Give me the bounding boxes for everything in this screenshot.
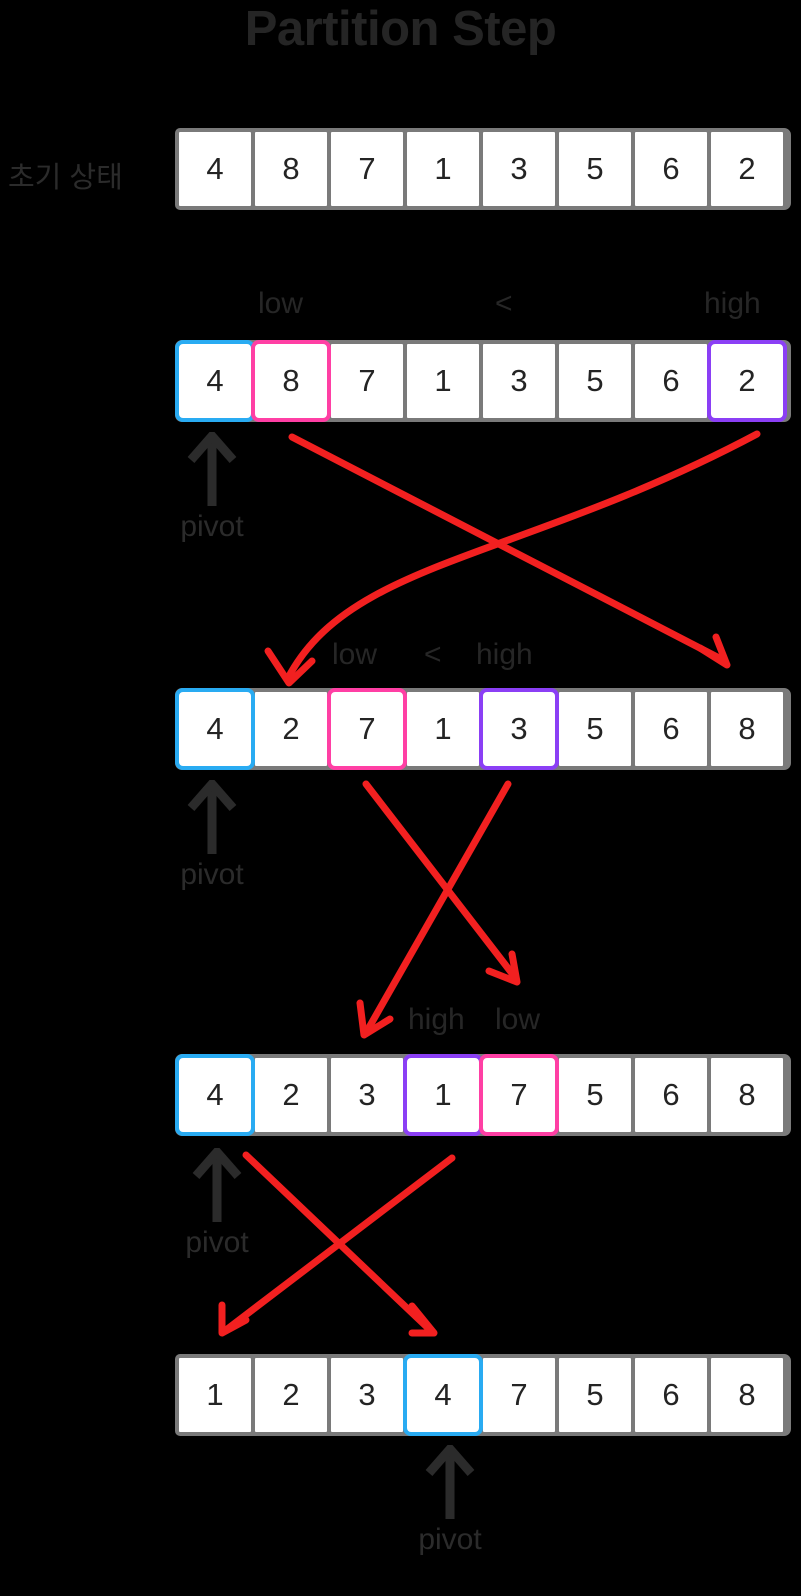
- array-final: 1 2 3 4 7 5 6 8: [175, 1354, 791, 1436]
- cell[interactable]: 2: [251, 1354, 331, 1436]
- cell[interactable]: 1: [403, 128, 483, 210]
- cell[interactable]: 1: [403, 340, 483, 422]
- pivot-marker-final: pivot: [405, 1445, 495, 1557]
- cell[interactable]: 3: [479, 128, 559, 210]
- page-title: Partition Step: [244, 2, 557, 56]
- cell-pivot[interactable]: 4: [175, 688, 255, 770]
- marker-label-high: high: [408, 1003, 465, 1036]
- cell[interactable]: 6: [631, 128, 711, 210]
- cell[interactable]: 6: [631, 688, 711, 770]
- cell-low[interactable]: 7: [327, 688, 407, 770]
- cell[interactable]: 8: [707, 1054, 787, 1136]
- cell[interactable]: 2: [251, 688, 331, 770]
- cell[interactable]: 3: [327, 1054, 407, 1136]
- pivot-marker-step3: pivot: [172, 1148, 262, 1260]
- pivot-up-arrow-icon: [425, 1445, 475, 1519]
- array-row-step2: 4 2 7 1 3 5 6 8: [175, 688, 791, 770]
- swap-arrow-high-to-low: [356, 780, 512, 1039]
- cell[interactable]: 6: [631, 1354, 711, 1436]
- pivot-label: pivot: [180, 858, 244, 891]
- cell-high[interactable]: 2: [707, 340, 787, 422]
- array-row-step3: 4 2 3 1 7 5 6 8: [175, 1054, 791, 1136]
- cell[interactable]: 2: [707, 128, 787, 210]
- cell[interactable]: 3: [327, 1354, 407, 1436]
- cell-high[interactable]: 1: [403, 1054, 483, 1136]
- cell[interactable]: 5: [555, 688, 635, 770]
- cell[interactable]: 8: [251, 128, 331, 210]
- cell[interactable]: 5: [555, 340, 635, 422]
- cell[interactable]: 3: [479, 340, 559, 422]
- cell[interactable]: 7: [479, 1354, 559, 1436]
- row-side-label-initial: 초기 상태: [8, 162, 123, 194]
- array-row-initial: 4 8 7 1 3 5 6 2: [175, 128, 791, 210]
- marker-label-high: high: [704, 287, 761, 320]
- cell[interactable]: 7: [327, 340, 407, 422]
- cell-pivot[interactable]: 4: [403, 1354, 483, 1436]
- pivot-label: pivot: [180, 510, 244, 543]
- array-initial: 4 8 7 1 3 5 6 2: [175, 128, 791, 210]
- cell[interactable]: 8: [707, 1354, 787, 1436]
- pivot-label: pivot: [418, 1523, 482, 1556]
- marker-label-low: low: [258, 287, 304, 320]
- array-step1: 4 8 7 1 3 5 6 2: [175, 340, 791, 422]
- array-row-step1: 4 8 7 1 3 5 6 2: [175, 340, 791, 422]
- cell[interactable]: 6: [631, 1054, 711, 1136]
- marker-label-low: low: [332, 638, 378, 671]
- cell[interactable]: 4: [175, 128, 255, 210]
- cell[interactable]: 2: [251, 1054, 331, 1136]
- swap-arrow-low-to-high: [362, 780, 521, 986]
- pivot-marker-step2: pivot: [167, 780, 257, 892]
- array-step2: 4 2 7 1 3 5 6 8: [175, 688, 791, 770]
- cell[interactable]: 1: [403, 688, 483, 770]
- cell[interactable]: 8: [707, 688, 787, 770]
- cell-low[interactable]: 8: [251, 340, 331, 422]
- marker-label-lt: <: [424, 638, 442, 671]
- cell-pivot[interactable]: 4: [175, 1054, 255, 1136]
- cell[interactable]: 7: [327, 128, 407, 210]
- swap-arrow-pivot-to-high: [242, 1151, 438, 1337]
- cell[interactable]: 1: [175, 1354, 255, 1436]
- marker-label-low: low: [495, 1003, 541, 1036]
- cell[interactable]: 5: [555, 1354, 635, 1436]
- array-row-final: 1 2 3 4 7 5 6 8: [175, 1354, 791, 1436]
- pivot-up-arrow-icon: [187, 780, 237, 854]
- marker-label-lt: <: [495, 287, 513, 320]
- pivot-label: pivot: [185, 1226, 249, 1259]
- cell-low[interactable]: 7: [479, 1054, 559, 1136]
- array-step3: 4 2 3 1 7 5 6 8: [175, 1054, 791, 1136]
- cell-high[interactable]: 3: [479, 688, 559, 770]
- pivot-up-arrow-icon: [192, 1148, 242, 1222]
- cell-pivot[interactable]: 4: [175, 340, 255, 422]
- swap-arrow-low-to-high: [288, 433, 731, 669]
- pivot-up-arrow-icon: [187, 432, 237, 506]
- pivot-marker-step1: pivot: [167, 432, 257, 544]
- cell[interactable]: 5: [555, 128, 635, 210]
- cell[interactable]: 6: [631, 340, 711, 422]
- cell[interactable]: 5: [555, 1054, 635, 1136]
- marker-label-high: high: [476, 638, 533, 671]
